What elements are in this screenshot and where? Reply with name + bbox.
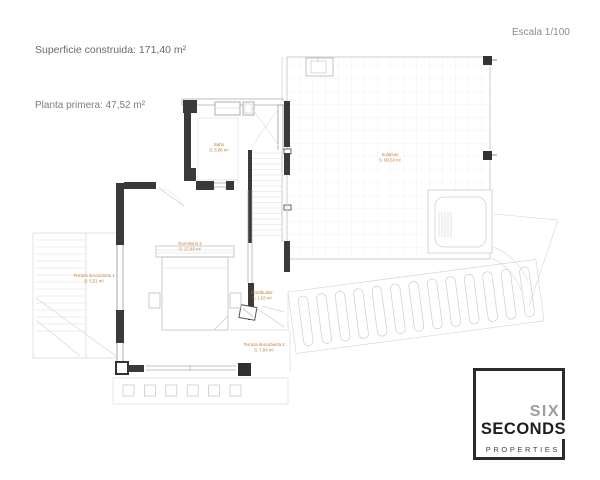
bed — [148, 245, 242, 331]
built-area-text: Superficie construida: 171,40 m² — [35, 44, 187, 56]
room-label-bano-area: S: 5,86 m² — [209, 148, 229, 153]
room-label-distribuidor-area: S: 1,63 m² — [252, 296, 272, 301]
bedroom-west-wall — [115, 183, 144, 375]
bathroom-fixtures — [214, 101, 255, 116]
bathroom-area — [181, 98, 284, 181]
shower-tray — [197, 117, 239, 181]
room-label-dormitorio-area: S: 27,83 m² — [179, 247, 202, 252]
bedroom-east-wall — [238, 190, 285, 328]
room-label-terraza1-name: Terraza descubierta 1 — [73, 273, 115, 278]
room-label-solarium-name: Solarium — [382, 152, 399, 157]
east-walls — [284, 101, 290, 272]
room-label-solarium-area: S: 90,63 m² — [379, 158, 402, 163]
vent-box — [305, 57, 334, 77]
room-label-terraza2-name: Terraza descubierta 2 — [243, 342, 285, 347]
interior-stairs — [248, 104, 292, 243]
room-label-distribuidor-name: Distribuidor — [251, 290, 273, 295]
column-marker — [483, 56, 492, 65]
garden-paths — [491, 213, 559, 307]
six-seconds-logo: SIX SECONDS PROPERTIES — [473, 368, 567, 460]
first-floor-area-text: Planta primera: 47,52 m² — [35, 100, 146, 111]
pergola-slats — [287, 258, 545, 354]
room-label-terraza1-area: S: 5,51 m² — [84, 279, 104, 284]
column-marker — [238, 363, 251, 376]
door-leaf — [238, 304, 258, 321]
solarium-area — [281, 56, 559, 307]
room-label-bano-name: Baño — [214, 142, 225, 147]
column-marker — [483, 151, 492, 160]
terrace2-outline — [230, 292, 291, 372]
nightstand — [229, 292, 242, 309]
logo-line-seconds: SECONDS — [476, 420, 567, 439]
room-label-dormitorio-name: Dormitorio 3 — [178, 241, 202, 246]
logo-line-properties: PROPERTIES — [482, 446, 560, 454]
planter-band — [112, 377, 289, 405]
logo-line-six: SIX — [526, 404, 560, 420]
bedroom-south-wall — [146, 363, 251, 376]
bedroom-north-wall — [124, 181, 234, 207]
room-label-terraza2-area: S: 7,84 m² — [254, 348, 274, 353]
scale-text: Escala 1/100 — [512, 27, 570, 38]
exterior-stairs — [32, 232, 118, 359]
jacuzzi — [427, 189, 493, 254]
room-labels: Baño S: 5,86 m² Solarium S: 90,63 m² Dor… — [73, 142, 401, 353]
nightstand — [148, 292, 161, 309]
